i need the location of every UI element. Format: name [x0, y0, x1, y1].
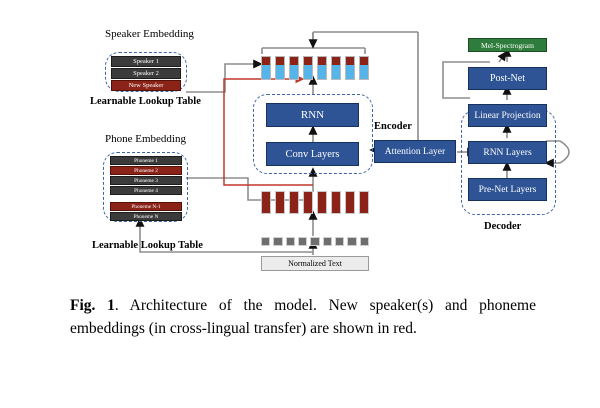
learnable-lookup-table-top-label: Learnable Lookup Table	[90, 96, 201, 107]
concat-embedding-bar	[261, 56, 271, 80]
character-token	[334, 237, 345, 246]
speaker-lookup-dashed-group	[105, 52, 187, 92]
decoder-rnn-layers-block[interactable]: RNN Layers	[468, 141, 547, 164]
encoder-rnn-block[interactable]: RNN	[266, 103, 359, 127]
phoneme-embedding-bar	[331, 191, 341, 214]
encoder-conv-layers-block[interactable]: Conv Layers	[266, 142, 359, 166]
phoneme-embedding-bar	[261, 191, 271, 214]
concat-embedding-bar	[289, 56, 299, 80]
figure-architecture-diagram: Speaker Embedding Speaker 1 Speaker 2 Ne…	[90, 28, 570, 271]
phoneme-embedding-bar	[303, 191, 313, 214]
phone-lookup-dashed-group	[103, 152, 188, 222]
speaker-embedding-segment	[304, 57, 312, 66]
phoneme-embedding-bar	[345, 191, 355, 214]
post-net-block[interactable]: Post-Net	[468, 67, 547, 90]
phoneme-embedding-bar	[317, 191, 327, 214]
phoneme-embedding-bar	[359, 191, 369, 214]
phoneme-embedding-segment	[304, 65, 312, 79]
concat-embedding-bar	[275, 56, 285, 80]
phoneme-embedding-bar	[289, 191, 299, 214]
encoder-dashed-group	[253, 94, 373, 174]
phone-embedding-label: Phone Embedding	[105, 133, 186, 145]
character-token	[310, 237, 320, 246]
character-token	[297, 237, 308, 246]
concatenated-embedding-bars	[261, 56, 369, 80]
speaker-embedding-segment	[262, 57, 270, 66]
decoder-prenet-layers-block[interactable]: Pre-Net Layers	[468, 178, 547, 201]
phoneme-embedding-segment	[290, 65, 298, 79]
character-token	[347, 237, 357, 246]
encoder-label: Encoder	[374, 121, 412, 132]
speaker-embedding-segment	[360, 57, 368, 66]
speaker-embedding-segment	[290, 57, 298, 66]
normalized-text-box[interactable]: Normalized Text	[261, 256, 369, 271]
phoneme-embedding-segment	[318, 65, 326, 79]
character-token-squares	[261, 237, 369, 246]
attention-layer-block[interactable]: Attention Layer	[374, 140, 456, 163]
phoneme-row-n-minus-1[interactable]: Phoneme N-1	[110, 202, 182, 211]
caption-figure-number: Fig. 1	[70, 297, 115, 314]
speaker-embedding-segment	[318, 57, 326, 66]
phoneme-row-3[interactable]: Phoneme 3	[110, 176, 182, 185]
speaker-embedding-segment	[346, 57, 354, 66]
decoder-label: Decoder	[484, 221, 522, 232]
speaker-row-1[interactable]: Speaker 1	[111, 56, 181, 67]
concat-embedding-bar	[303, 56, 313, 80]
phoneme-embedding-segment	[276, 65, 284, 79]
mel-spectrogram-block[interactable]: Mel-Spectrogram	[468, 38, 547, 52]
phoneme-row-2[interactable]: Phoneme 2	[110, 166, 182, 175]
figure-caption: Fig. 1. Architecture of the model. New s…	[70, 295, 536, 341]
speaker-row-new[interactable]: New Speaker	[111, 80, 181, 91]
phoneme-embedding-segment	[360, 65, 368, 79]
character-token	[273, 237, 283, 246]
phoneme-embedding-bar	[275, 191, 285, 214]
phoneme-embedding-segment	[262, 65, 270, 79]
character-token	[261, 237, 271, 246]
character-token	[285, 237, 295, 246]
speaker-embedding-label: Speaker Embedding	[105, 28, 194, 40]
character-token	[359, 237, 369, 246]
learnable-lookup-table-bottom-label: Learnable Lookup Table	[92, 240, 203, 251]
speaker-embedding-segment	[332, 57, 340, 66]
phoneme-row-4[interactable]: Phoneme 4	[110, 186, 182, 195]
caption-separator: .	[114, 297, 119, 314]
caption-text: Architecture of the model. New speaker(s…	[70, 297, 536, 337]
concat-embedding-bar	[317, 56, 327, 80]
phoneme-row-n[interactable]: Phoneme N	[110, 212, 182, 221]
phoneme-row-1[interactable]: Phoneme 1	[110, 156, 182, 165]
decoder-linear-projection-block[interactable]: Linear Projection	[468, 104, 547, 127]
phoneme-embedding-segment	[332, 65, 340, 79]
concat-embedding-bar	[345, 56, 355, 80]
character-token	[322, 237, 332, 246]
concat-embedding-bar	[331, 56, 341, 80]
phoneme-embedding-bars	[261, 191, 369, 214]
speaker-embedding-segment	[276, 57, 284, 66]
concat-embedding-bar	[359, 56, 369, 80]
speaker-row-2[interactable]: Speaker 2	[111, 68, 181, 79]
phoneme-embedding-segment	[346, 65, 354, 79]
